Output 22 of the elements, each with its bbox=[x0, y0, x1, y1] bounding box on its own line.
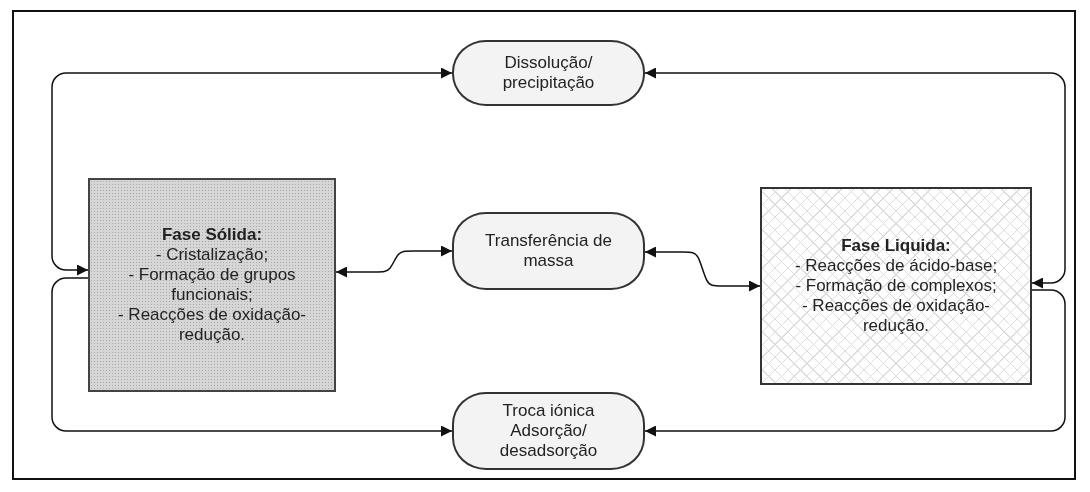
list-item: - Formação de grupos funcionais; bbox=[127, 265, 297, 305]
solid-phase-box bbox=[88, 178, 336, 392]
liquid-phase-box bbox=[760, 187, 1032, 385]
process-pill bbox=[452, 212, 645, 290]
arrow bbox=[644, 67, 1066, 289]
arrow bbox=[51, 67, 453, 276]
box-heading: Fase Sólida: bbox=[161, 225, 263, 245]
node-label: Dissolução/ precipitação bbox=[501, 53, 596, 93]
box-heading: Fase Liquida: bbox=[841, 236, 951, 256]
node-label: Adsorção/ desadsorção bbox=[498, 421, 599, 461]
process-pill bbox=[452, 392, 645, 470]
node-label: Transferência de massa bbox=[484, 231, 613, 271]
arrow bbox=[335, 245, 453, 278]
list-item: - Reacções de ácido-base; bbox=[794, 256, 998, 276]
arrow bbox=[644, 289, 1066, 437]
list-item: - Formação de complexos; bbox=[795, 276, 997, 296]
list-item: - Reacções de oxidação-redução. bbox=[800, 296, 991, 336]
arrow bbox=[644, 246, 761, 292]
node-label: Troca iónica bbox=[502, 401, 595, 421]
arrow bbox=[51, 277, 453, 437]
list-item: - Reacções de oxidação-redução. bbox=[116, 305, 307, 345]
list-item: - Cristalização; bbox=[155, 245, 269, 265]
